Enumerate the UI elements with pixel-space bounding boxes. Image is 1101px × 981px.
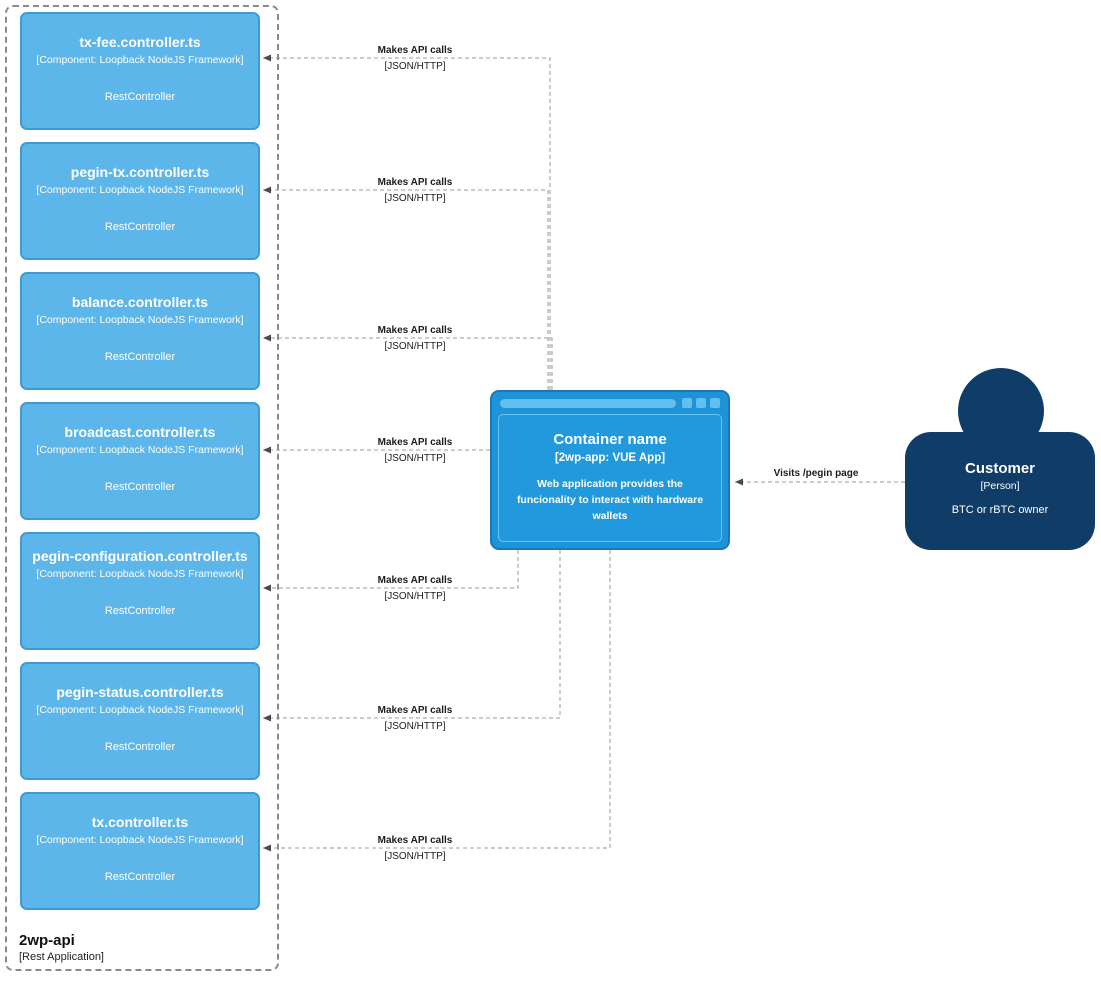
component-role: RestController <box>104 351 176 363</box>
edge-technology-text: [JSON/HTTP] <box>384 591 446 602</box>
edge-technology-text: [JSON/HTTP] <box>384 61 446 72</box>
browser-button-icon <box>682 398 692 408</box>
edge-technology-text: [JSON/HTTP] <box>384 851 446 862</box>
browser-button-icon <box>710 398 720 408</box>
edge-label-broadcast: Makes API calls [JSON/HTTP] <box>355 437 475 464</box>
edge-technology-text: [JSON/HTTP] <box>384 721 446 732</box>
boundary-label: 2wp-api [Rest Application] <box>19 932 104 963</box>
component-role: RestController <box>104 91 176 103</box>
edge-label-balance: Makes API calls [JSON/HTTP] <box>355 325 475 352</box>
browser-button-icon <box>696 398 706 408</box>
edge-label-text: Makes API calls <box>377 45 453 56</box>
boundary-name: 2wp-api <box>19 932 75 949</box>
component-role: RestController <box>104 605 176 617</box>
person-subtitle: [Person] <box>980 480 1020 492</box>
component-subtitle: [Component: Loopback NodeJS Framework] <box>36 444 244 456</box>
edge-technology-text: [JSON/HTTP] <box>384 341 446 352</box>
edge-technology-text: [JSON/HTTP] <box>384 193 446 204</box>
edge-label-text: Makes API calls <box>377 575 453 586</box>
component-subtitle: [Component: Loopback NodeJS Framework] <box>36 834 244 846</box>
edge-technology-text: [JSON/HTTP] <box>384 453 446 464</box>
component-role: RestController <box>104 741 176 753</box>
component-title: pegin-status.controller.ts <box>56 684 224 700</box>
edge-label-text: Makes API calls <box>377 177 453 188</box>
container-description: Web application provides the funcionalit… <box>516 478 704 522</box>
component-title: tx-fee.controller.ts <box>79 34 201 50</box>
component-title: broadcast.controller.ts <box>64 424 216 440</box>
container-2wp-app: Container name [2wp-app: VUE App] Web ap… <box>490 390 730 550</box>
boundary-2wp-api: 2wp-api [Rest Application] <box>5 5 279 971</box>
edge-label-text: Makes API calls <box>377 437 453 448</box>
component-subtitle: [Component: Loopback NodeJS Framework] <box>36 568 244 580</box>
edge-label-tx: Makes API calls [JSON/HTTP] <box>355 835 475 862</box>
edge-line-pegin-tx <box>263 186 549 390</box>
edge-label-pegin-configuration: Makes API calls [JSON/HTTP] <box>355 575 475 602</box>
component-pegin-tx-controller: pegin-tx.controller.ts [Component: Loopb… <box>20 142 260 260</box>
component-balance-controller: balance.controller.ts [Component: Loopba… <box>20 272 260 390</box>
component-title: balance.controller.ts <box>71 294 209 310</box>
edge-label-text: Makes API calls <box>377 835 453 846</box>
component-tx-controller: tx.controller.ts [Component: Loopback No… <box>20 792 260 910</box>
boundary-type: [Rest Application] <box>19 951 104 963</box>
container-title: Container name <box>553 431 667 448</box>
component-tx-fee-controller: tx-fee.controller.ts [Component: Loopbac… <box>20 12 260 130</box>
browser-address-bar-icon <box>500 399 676 408</box>
component-subtitle: [Component: Loopback NodeJS Framework] <box>36 314 244 326</box>
component-role: RestController <box>104 871 176 883</box>
component-role: RestController <box>104 481 176 493</box>
person-description: BTC or rBTC owner <box>951 504 1049 516</box>
component-title: pegin-configuration.controller.ts <box>32 548 248 564</box>
edge-label-text: Makes API calls <box>377 705 453 716</box>
container-subtitle: [2wp-app: VUE App] <box>554 452 666 464</box>
edge-label-pegin-status: Makes API calls [JSON/HTTP] <box>355 705 475 732</box>
component-role: RestController <box>104 221 176 233</box>
edge-label-text: Makes API calls <box>377 325 453 336</box>
component-title: pegin-tx.controller.ts <box>70 164 210 180</box>
edge-label-pegin-tx: Makes API calls [JSON/HTTP] <box>355 177 475 204</box>
container-panel: Container name [2wp-app: VUE App] Web ap… <box>498 414 722 542</box>
component-broadcast-controller: broadcast.controller.ts [Component: Loop… <box>20 402 260 520</box>
component-subtitle: [Component: Loopback NodeJS Framework] <box>36 704 244 716</box>
person-title: Customer <box>964 460 1035 477</box>
component-pegin-status-controller: pegin-status.controller.ts [Component: L… <box>20 662 260 780</box>
person-customer: Customer [Person] BTC or rBTC owner <box>905 432 1095 550</box>
component-title: tx.controller.ts <box>91 814 189 830</box>
edge-label-tx-fee: Makes API calls [JSON/HTTP] <box>355 45 475 72</box>
component-subtitle: [Component: Loopback NodeJS Framework] <box>36 184 244 196</box>
component-pegin-configuration-controller: pegin-configuration.controller.ts [Compo… <box>20 532 260 650</box>
edge-label-visits-pegin: Visits /pegin page <box>773 468 859 479</box>
component-subtitle: [Component: Loopback NodeJS Framework] <box>36 54 244 66</box>
